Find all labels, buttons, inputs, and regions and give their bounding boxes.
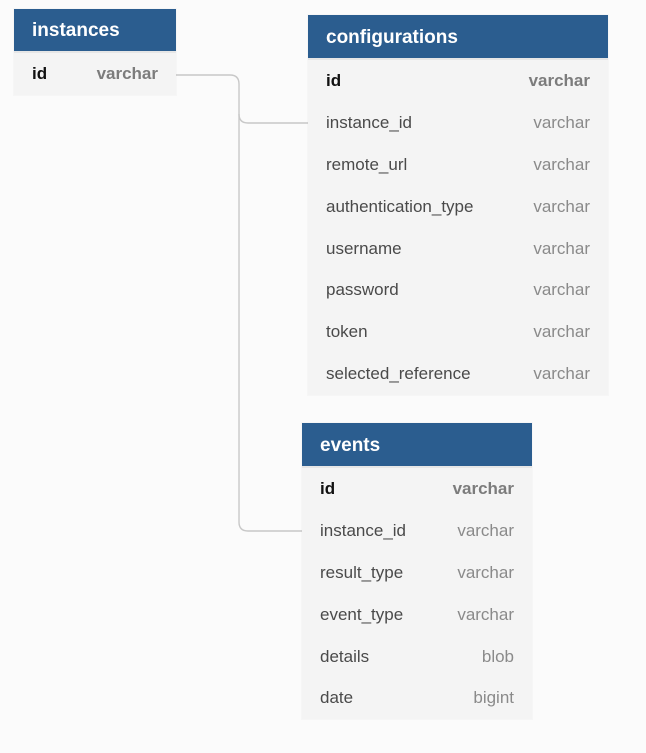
column-row[interactable]: details blob bbox=[302, 636, 532, 678]
column-type: varchar bbox=[457, 562, 514, 582]
column-type: varchar bbox=[96, 64, 158, 83]
column-name: date bbox=[320, 688, 354, 708]
column-type: varchar bbox=[533, 154, 590, 174]
column-row[interactable]: selected_reference varchar bbox=[308, 353, 608, 395]
column-type: varchar bbox=[533, 322, 590, 342]
column-type: varchar bbox=[533, 364, 590, 384]
column-row[interactable]: date bigint bbox=[302, 677, 532, 719]
table-header-events[interactable]: events bbox=[302, 423, 532, 468]
column-row[interactable]: remote_url varchar bbox=[308, 144, 608, 186]
column-type: bigint bbox=[473, 688, 514, 708]
column-type: varchar bbox=[528, 70, 590, 90]
column-name: instance_id bbox=[326, 112, 413, 132]
column-name: id bbox=[326, 70, 342, 90]
column-name: result_type bbox=[320, 562, 404, 582]
column-name: token bbox=[326, 322, 368, 342]
column-type: varchar bbox=[533, 112, 590, 132]
column-type: blob bbox=[481, 646, 514, 666]
column-row[interactable]: username varchar bbox=[308, 228, 608, 270]
column-name: username bbox=[326, 238, 402, 258]
column-row[interactable]: instance_id varchar bbox=[308, 102, 608, 144]
column-row[interactable]: password varchar bbox=[308, 269, 608, 311]
column-name: selected_reference bbox=[326, 364, 471, 384]
table-events[interactable]: events id varchar instance_id varchar re… bbox=[302, 423, 532, 719]
column-name: remote_url bbox=[326, 154, 408, 174]
column-type: varchar bbox=[457, 520, 514, 540]
table-header-configurations[interactable]: configurations bbox=[308, 15, 608, 60]
column-name: details bbox=[320, 646, 370, 666]
column-row[interactable]: event_type varchar bbox=[302, 594, 532, 636]
column-type: varchar bbox=[533, 196, 590, 216]
column-row[interactable]: id varchar bbox=[14, 53, 176, 95]
column-row[interactable]: result_type varchar bbox=[302, 552, 532, 594]
column-name: event_type bbox=[320, 604, 404, 624]
column-row[interactable]: id varchar bbox=[308, 60, 608, 102]
column-row[interactable]: authentication_type varchar bbox=[308, 186, 608, 228]
column-name: id bbox=[320, 478, 336, 498]
column-name: id bbox=[32, 64, 48, 83]
connector-instances-configurations bbox=[176, 74, 308, 124]
column-type: varchar bbox=[457, 604, 514, 624]
column-name: authentication_type bbox=[326, 196, 474, 216]
column-type: varchar bbox=[533, 238, 590, 258]
column-row[interactable]: id varchar bbox=[302, 468, 532, 510]
table-header-instances[interactable]: instances bbox=[14, 9, 176, 53]
table-configurations[interactable]: configurations id varchar instance_id va… bbox=[308, 15, 608, 395]
column-name: password bbox=[326, 280, 399, 300]
column-row[interactable]: instance_id varchar bbox=[302, 510, 532, 552]
column-row[interactable]: token varchar bbox=[308, 311, 608, 353]
table-instances[interactable]: instances id varchar bbox=[14, 9, 176, 95]
column-type: varchar bbox=[533, 280, 590, 300]
connector-instances-events bbox=[238, 114, 302, 532]
column-name: instance_id bbox=[320, 520, 407, 540]
column-type: varchar bbox=[452, 478, 514, 498]
